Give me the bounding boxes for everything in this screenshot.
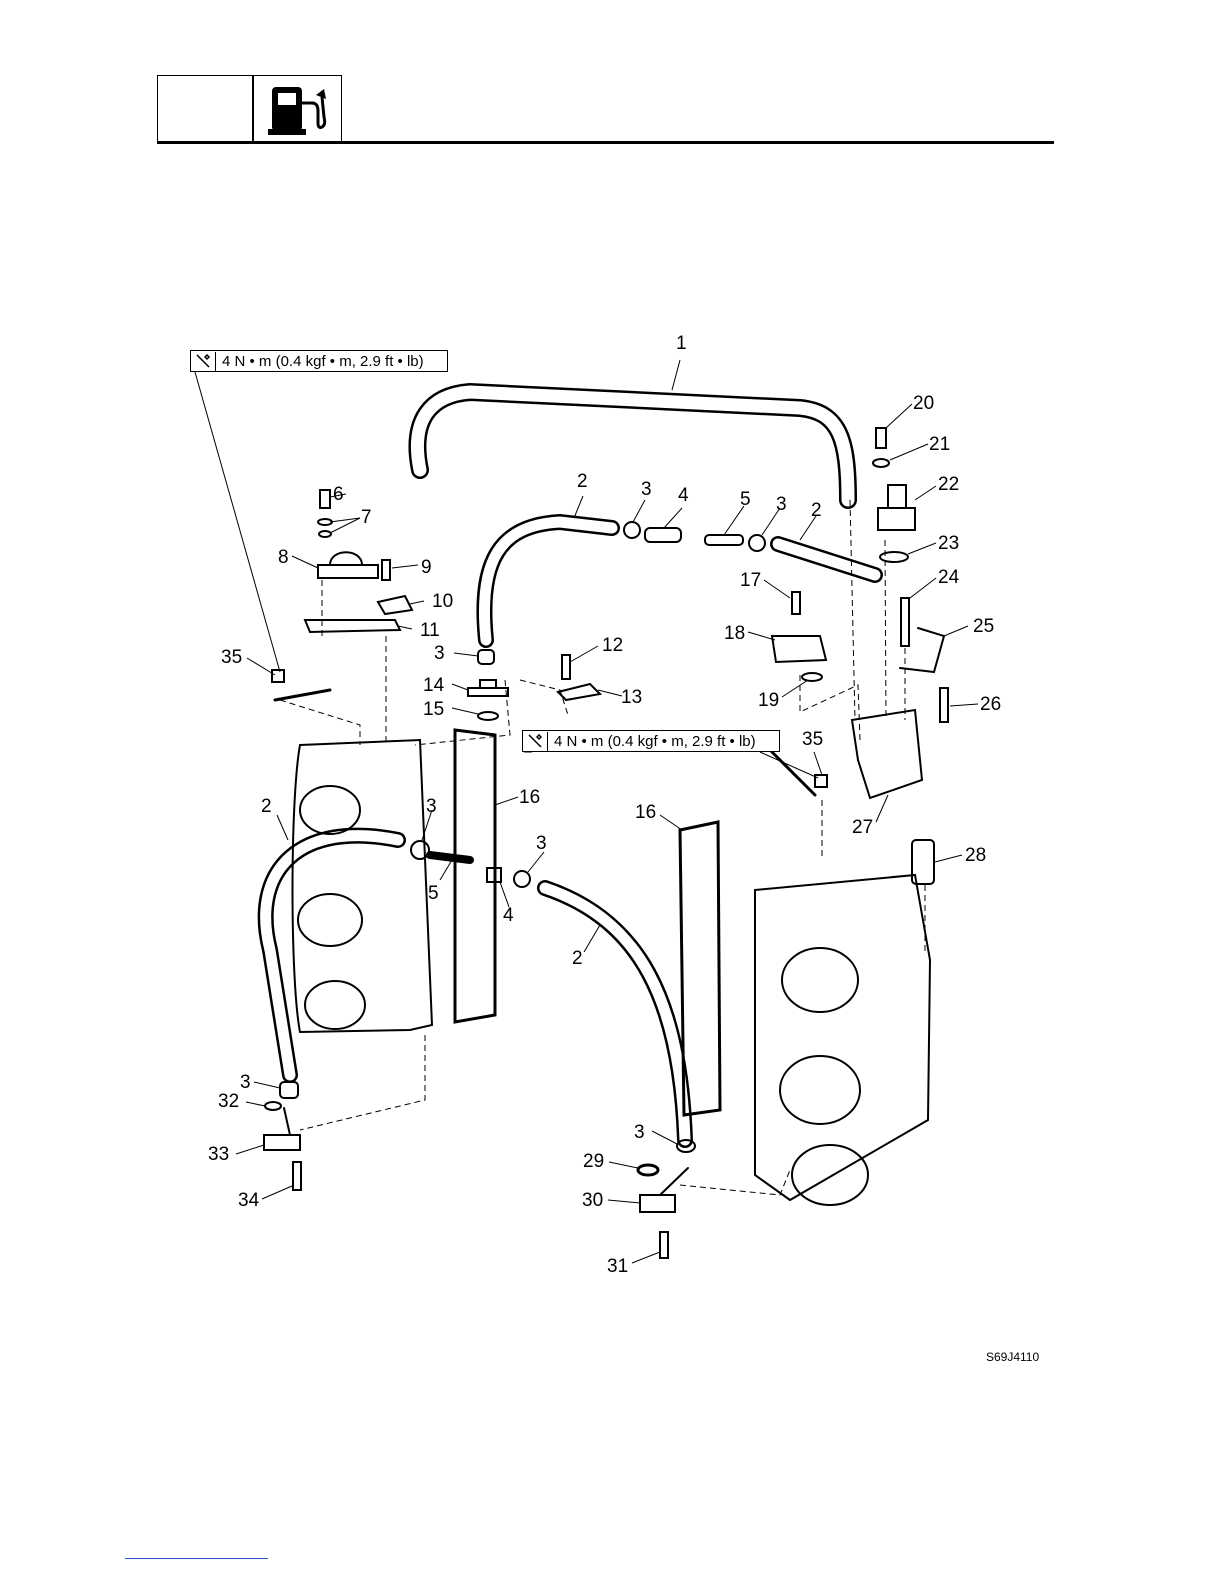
part-label: 35: [221, 648, 242, 667]
part-label: 19: [758, 691, 779, 710]
torque-spec-text: 4 N • m (0.4 kgf • m, 2.9 ft • lb): [222, 353, 424, 370]
part-label: 35: [802, 730, 823, 749]
part-label: 14: [423, 676, 444, 695]
torque-spec-text: 4 N • m (0.4 kgf • m, 2.9 ft • lb): [554, 733, 756, 750]
bracket-25: [900, 628, 944, 672]
bolt-31: [660, 1232, 668, 1258]
joint-5: [705, 535, 743, 545]
o-ring-32: [265, 1102, 281, 1110]
part-label: 23: [938, 534, 959, 553]
part-label: 4: [678, 486, 689, 505]
part-label: 13: [621, 688, 642, 707]
part-label: 22: [938, 475, 959, 494]
part-label: 3: [776, 495, 787, 514]
footer-rule: [125, 1558, 268, 1559]
bolt-26: [940, 688, 948, 722]
bolt-20: [876, 428, 886, 448]
bolt-6: [320, 490, 330, 508]
joint-5b: [430, 855, 470, 860]
torque-wrench-icon: [191, 352, 216, 371]
bolt-9: [382, 560, 390, 580]
part-label: 1: [676, 334, 687, 353]
torque-spec-top-left: 4 N • m (0.4 kgf • m, 2.9 ft • lb): [190, 350, 448, 372]
washer-7b: [319, 531, 331, 537]
clamp-3e: [514, 871, 530, 887]
part-label: 26: [980, 695, 1001, 714]
plate-11: [305, 620, 400, 632]
part-label: 5: [740, 490, 751, 509]
washer-21: [873, 459, 889, 467]
bracket-10: [378, 596, 412, 614]
lead-35a: [275, 690, 330, 700]
part-label: 33: [208, 1145, 229, 1164]
part-label: 2: [811, 501, 822, 520]
part-label: 9: [421, 558, 432, 577]
part-label: 31: [607, 1257, 628, 1276]
part-label: 2: [261, 797, 272, 816]
part-label: 20: [913, 394, 934, 413]
bolt-24: [901, 598, 909, 646]
joint-4: [645, 528, 681, 542]
clamp-3: [624, 522, 640, 538]
part-label: 30: [582, 1191, 603, 1210]
part-label: 3: [426, 797, 437, 816]
o-ring-15: [478, 712, 498, 720]
o-ring-23: [880, 552, 908, 562]
part-label: 28: [965, 846, 986, 865]
sensor-22: [878, 485, 915, 530]
part-label: 21: [929, 435, 950, 454]
part-label: 3: [240, 1073, 251, 1092]
part-label: 2: [577, 472, 588, 491]
part-label: 3: [634, 1123, 645, 1142]
sensor-18: [772, 636, 826, 662]
intake-manifold-right: [755, 875, 930, 1200]
o-ring-19: [802, 673, 822, 681]
part-label: 4: [503, 906, 514, 925]
part-label: 34: [238, 1191, 259, 1210]
torque-wrench-icon: [523, 732, 548, 751]
part-label: 5: [428, 884, 439, 903]
part-label: 11: [420, 621, 440, 640]
part-label: 27: [852, 818, 873, 837]
clamp-3b: [749, 535, 765, 551]
part-label: 7: [361, 508, 372, 527]
clamp-3f: [280, 1082, 298, 1098]
part-label: 17: [740, 571, 761, 590]
lead-35b: [770, 750, 815, 795]
washer-7a: [318, 519, 332, 525]
fitting-14: [468, 680, 508, 696]
part-label: 3: [641, 480, 652, 499]
part-label: 18: [724, 624, 745, 643]
part-label: 6: [333, 485, 344, 504]
part-label: 16: [635, 803, 656, 822]
bolt-17: [792, 592, 800, 614]
clamp-3c: [478, 650, 494, 664]
part-label: 10: [432, 592, 453, 611]
fitting-33: [264, 1108, 300, 1150]
bolt-12: [562, 655, 570, 679]
gasket-16-left: [455, 730, 495, 1022]
part-label: 2: [572, 949, 583, 968]
bolt-34: [293, 1162, 301, 1190]
torque-spec-center: 4 N • m (0.4 kgf • m, 2.9 ft • lb): [522, 730, 780, 752]
housing-27: [852, 710, 922, 798]
part-label: 15: [423, 700, 444, 719]
part-label: 3: [536, 834, 547, 853]
clamp-3d: [411, 841, 429, 859]
part-label: 8: [278, 548, 289, 567]
part-label: 24: [938, 568, 959, 587]
part-label: 3: [434, 644, 445, 663]
o-ring-29: [638, 1165, 658, 1175]
part-label: 32: [218, 1092, 239, 1111]
part-label: 12: [602, 636, 623, 655]
part-label: 25: [973, 617, 994, 636]
part-label: 29: [583, 1152, 604, 1171]
nut-35b: [815, 775, 827, 787]
sensor-8: [318, 552, 378, 578]
nut-35a: [272, 670, 284, 682]
clip-13: [558, 684, 600, 700]
figure-code: S69J4110: [986, 1350, 1039, 1364]
part-label: 16: [519, 788, 540, 807]
